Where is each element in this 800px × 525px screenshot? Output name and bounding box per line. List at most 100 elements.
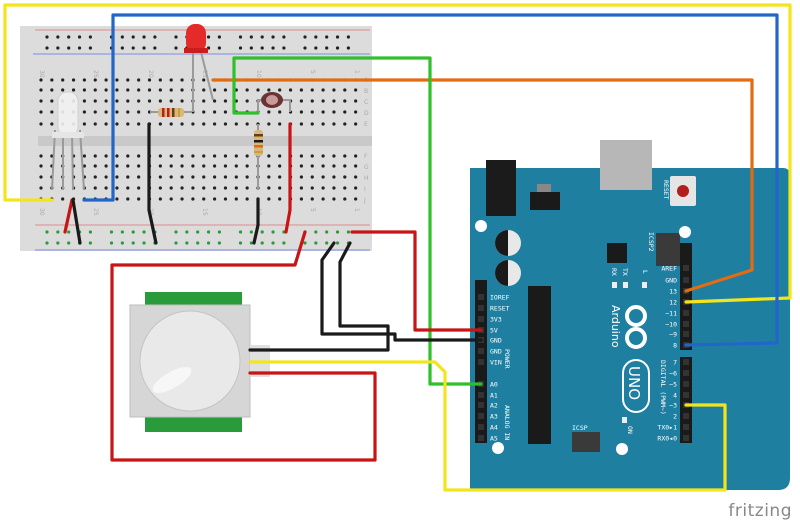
usb-port	[600, 140, 652, 190]
pin-label: ~11	[665, 310, 677, 318]
pin-label: A1	[490, 392, 498, 400]
breadboard-hole	[126, 186, 130, 190]
header-pin[interactable]	[478, 392, 484, 398]
rail-hole	[217, 241, 221, 245]
rail-hole	[153, 35, 157, 39]
wire-black-pir-gnd	[248, 241, 390, 352]
breadboard-hole	[267, 164, 271, 168]
breadboard-hole	[137, 197, 141, 201]
breadboard-hole	[213, 122, 217, 126]
header-pin[interactable]	[478, 424, 484, 430]
breadboard-hole	[310, 154, 314, 158]
wire-yellow-pir-to-pin3	[248, 360, 727, 492]
digital-label: DIGITAL (PWM~)	[659, 360, 667, 415]
breadboard-hole	[50, 99, 54, 103]
rail-hole	[185, 230, 189, 234]
breadboard-hole	[278, 164, 282, 168]
rail-hole	[260, 230, 264, 234]
breadboard-hole	[104, 88, 108, 92]
breadboard-hole	[169, 122, 173, 126]
header-pin[interactable]	[683, 310, 689, 316]
header-pin[interactable]	[683, 265, 689, 271]
col-label: 20	[147, 70, 154, 78]
rail-hole	[346, 230, 350, 234]
rail-hole	[120, 241, 124, 245]
header-pin[interactable]	[683, 331, 689, 337]
header-pin[interactable]	[478, 305, 484, 311]
rail-hole	[67, 241, 71, 245]
header-pin[interactable]	[683, 359, 689, 365]
rail-hole	[303, 35, 307, 39]
header-pin[interactable]	[683, 435, 689, 441]
pin-label: IOREF	[490, 294, 510, 302]
breadboard-hole	[299, 99, 303, 103]
header-pin[interactable]	[478, 348, 484, 354]
breadboard-hole	[256, 88, 260, 92]
wire-red-5v	[350, 230, 483, 332]
breadboard-hole	[202, 197, 206, 201]
wire-green-ldr-to-a0	[232, 56, 483, 386]
pin-label: 8	[673, 342, 677, 350]
microcontroller-chip	[528, 286, 551, 444]
rail-hole	[56, 35, 60, 39]
header-pin[interactable]	[683, 321, 689, 327]
breadboard-hole	[50, 122, 54, 126]
header-pin[interactable]	[683, 277, 689, 283]
breadboard-hole	[115, 186, 119, 190]
breadboard-hole	[223, 99, 228, 103]
rail-hole	[196, 230, 200, 234]
breadboard-hole	[137, 88, 141, 92]
header-pin[interactable]	[683, 370, 689, 376]
header-pin[interactable]	[478, 435, 484, 441]
breadboard-hole	[147, 88, 152, 92]
breadboard-hole	[82, 122, 86, 126]
breadboard-hole	[82, 154, 86, 158]
breadboard-hole	[223, 197, 228, 201]
breadboard-hole	[267, 197, 271, 201]
rail-hole	[67, 46, 71, 50]
breadboard-hole	[104, 99, 108, 103]
breadboard-hole	[82, 78, 86, 82]
breadboard-hole	[115, 197, 119, 201]
breadboard-hole	[278, 197, 282, 201]
rail-hole	[335, 35, 340, 39]
row-label: E	[364, 121, 368, 128]
breadboard-hole	[354, 164, 358, 168]
rail-hole	[131, 46, 135, 50]
breadboard-hole	[191, 154, 195, 158]
rail-hole	[271, 230, 275, 234]
analog-label: ANALOG IN	[503, 405, 511, 440]
breadboard-hole	[104, 122, 108, 126]
col-label: 15	[201, 208, 208, 216]
rail-hole	[346, 46, 350, 50]
header-pin[interactable]	[683, 392, 689, 398]
breadboard-hole	[39, 186, 43, 190]
breadboard-hole	[213, 164, 217, 168]
header-pin[interactable]	[478, 359, 484, 365]
breadboard-hole	[267, 186, 271, 190]
header-pin[interactable]	[683, 424, 689, 430]
breadboard-hole	[191, 197, 195, 201]
breadboard-hole	[180, 154, 184, 158]
header-pin[interactable]	[478, 294, 484, 300]
breadboard-hole	[61, 197, 65, 201]
breadboard-hole	[71, 78, 76, 82]
rail-hole	[45, 230, 49, 234]
breadboard-hole	[354, 154, 358, 158]
rx-label: RX	[610, 268, 618, 276]
wires	[3, 3, 792, 492]
breadboard-hole	[61, 88, 65, 92]
col-label: 1	[353, 70, 360, 74]
breadboard-hole	[202, 175, 206, 179]
breadboard-hole	[213, 197, 217, 201]
wire-yellow-rgb-to-pin12	[3, 3, 792, 304]
header-pin[interactable]	[683, 413, 689, 419]
breadboard-hole	[354, 122, 358, 126]
header-pin[interactable]	[478, 413, 484, 419]
header-pin[interactable]	[683, 381, 689, 387]
breadboard-hole	[267, 175, 271, 179]
breadboard-hole	[234, 186, 238, 190]
header-pin[interactable]	[478, 402, 484, 408]
header-pin[interactable]	[478, 316, 484, 322]
icsp2-header	[656, 233, 680, 266]
